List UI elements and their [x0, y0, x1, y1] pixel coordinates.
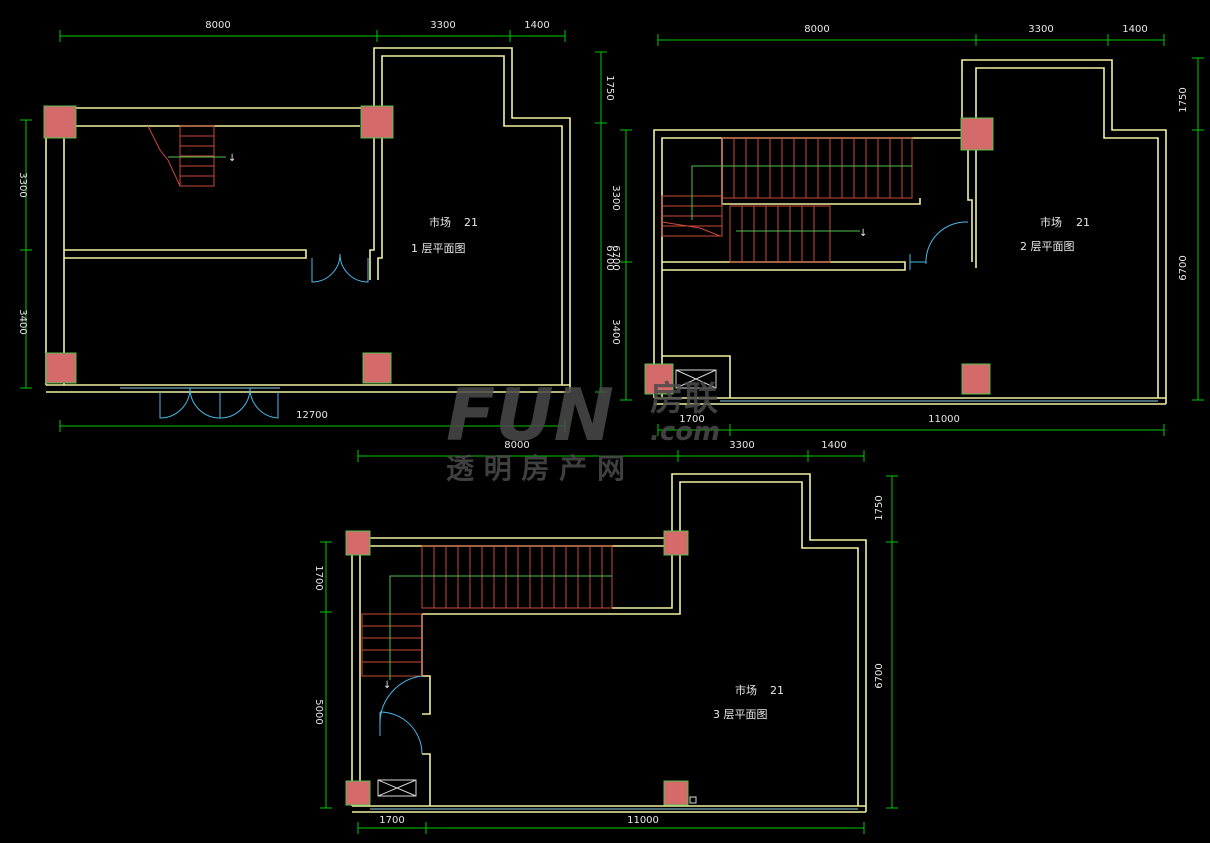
watermark-brand: FUN [446, 373, 614, 457]
floor-1-title: 1 层平面图 [411, 242, 466, 255]
dim-bottom-2: 11000 [627, 815, 659, 826]
floor-3-doors [379, 675, 423, 755]
column [360, 105, 394, 139]
floor-2-shop-label: 市场 [1040, 215, 1062, 229]
floor-2-doors [909, 221, 969, 270]
dim-left-2: 3400 [610, 319, 621, 344]
column [663, 530, 689, 556]
watermark: FUN 房联 .com 透 明 房 产 网 [446, 373, 720, 485]
watermark-brand-cn: 房联 [650, 379, 718, 419]
floor-1-plan: 8000 3300 1400 3300 3400 1750 6700 12700 [17, 20, 615, 432]
floor-1-walls [45, 47, 571, 393]
dim-right-2: 6700 [604, 245, 615, 270]
hvac-unit-icon [675, 369, 717, 389]
floor-2-stair-treads [733, 138, 903, 198]
floor-3-utility [377, 779, 697, 804]
dim-top-1: 8000 [205, 20, 230, 31]
floor-3-columns [345, 530, 689, 806]
floor-3-shop-label: 市场 [735, 683, 757, 697]
dim-bottom-1: 1700 [679, 414, 704, 425]
floor-2-shop-number: 21 [1076, 216, 1090, 229]
dim-left-1: 3300 [17, 172, 28, 197]
dim-top-2: 3300 [430, 20, 455, 31]
dim-bottom-2: 11000 [928, 414, 960, 425]
column [345, 780, 371, 806]
floor-2-plan: 8000 3300 1400 3300 3400 1750 6700 6700 … [610, 24, 1204, 436]
floor-3-dimension-labels: 8000 3300 1400 1700 5000 1750 6700 1700 … [313, 440, 885, 826]
floor-3-title: 3 层平面图 [713, 708, 768, 721]
floor-3-plan: 8000 3300 1400 1700 5000 1750 6700 1700 … [313, 440, 898, 834]
floor-1-stair: ↓ [147, 125, 236, 187]
watermark-domain: .com [650, 417, 720, 447]
dim-top-3: 1400 [524, 20, 549, 31]
watermark-tagline: 透 明 房 产 网 [446, 452, 625, 485]
stair-arrow-icon: ↓ [228, 153, 236, 164]
floor-3-stair-treads [433, 546, 603, 608]
dim-top-1: 8000 [504, 440, 529, 451]
dim-right-2: 6700 [874, 663, 885, 688]
column [663, 780, 689, 806]
dim-top-2: 3300 [1028, 24, 1053, 35]
column [45, 352, 77, 384]
dim-bottom-1: 1700 [379, 815, 404, 826]
floor-1-shop-label: 市场 [429, 215, 451, 229]
dim-left-1: 3300 [610, 185, 621, 210]
floor-3-shop-number: 21 [770, 684, 784, 697]
dim-top-2: 3300 [729, 440, 754, 451]
floor-2-dimensions [620, 34, 1204, 436]
floor-2-columns [644, 117, 994, 395]
floor-3-walls [351, 473, 867, 813]
dim-left-2: 5000 [313, 699, 324, 724]
floor-2-dimension-labels: 8000 3300 1400 3300 3400 1750 6700 6700 … [610, 24, 1189, 425]
floor-1-dimensions [20, 30, 607, 432]
dim-right-1: 1750 [1178, 87, 1189, 112]
floor-2-walls [653, 59, 1167, 405]
floor-1-columns [43, 105, 394, 384]
dim-bottom-1: 12700 [296, 410, 328, 421]
stair-arrow-icon: ↓ [859, 228, 867, 239]
dim-top-3: 1400 [1122, 24, 1147, 35]
floor-2-stairs: ↓ [661, 137, 913, 263]
dim-left-2: 3400 [17, 309, 28, 334]
floor-1-dimension-labels: 8000 3300 1400 3300 3400 1750 6700 12700 [17, 20, 615, 421]
dim-top-3: 1400 [821, 440, 846, 451]
floor-1-shop-number: 21 [464, 216, 478, 229]
column [961, 363, 991, 395]
floor-3-stairs: ↓ [361, 545, 613, 691]
column [362, 352, 392, 384]
floor-1-doors [159, 253, 369, 419]
dim-right-1: 1750 [604, 75, 615, 100]
floor-2-title: 2 层平面图 [1020, 240, 1075, 253]
column [960, 117, 994, 151]
stair-arrow-icon: ↓ [383, 680, 391, 691]
floor-2-utility [675, 369, 717, 389]
dim-top-1: 8000 [804, 24, 829, 35]
floor-3-dimensions [320, 450, 898, 834]
hvac-unit-icon [377, 779, 417, 797]
dim-right-2: 6700 [1178, 255, 1189, 280]
column [644, 363, 674, 395]
dim-right-1: 1750 [874, 495, 885, 520]
column [345, 530, 371, 556]
dim-left-1: 1700 [313, 565, 324, 590]
dim-right-1750-6700-note: 6700 [610, 245, 621, 270]
column [43, 105, 77, 139]
